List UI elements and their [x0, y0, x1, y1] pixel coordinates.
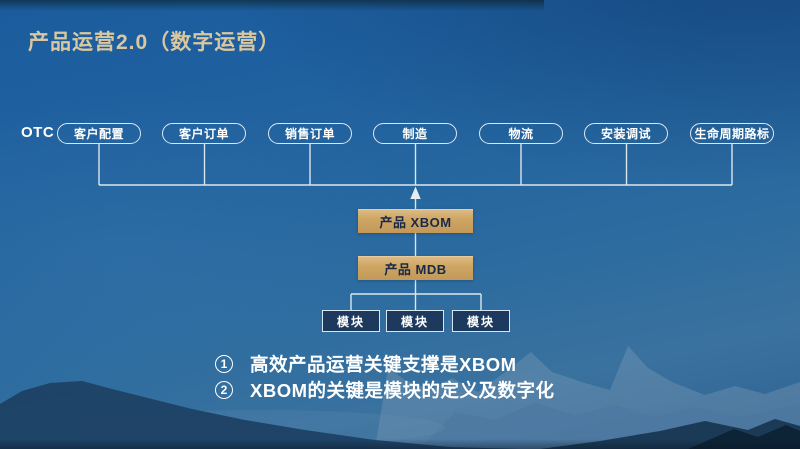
pill-customer-config: 客户配置 [57, 123, 141, 144]
note-item: 1 高效产品运营关键支撑是XBOM [215, 351, 555, 377]
up-arrow-icon [410, 186, 421, 199]
pill-customer-order: 客户订单 [162, 123, 246, 144]
note-item: 2 XBOM的关键是模块的定义及数字化 [215, 377, 555, 403]
module-box: 模块 [452, 310, 510, 332]
pill-label: 安装调试 [600, 127, 651, 141]
circled-number-icon: 2 [215, 381, 233, 399]
slide-title: 产品运营2.0（数字运营） [28, 31, 281, 54]
note-text: 高效产品运营关键支撑是XBOM [250, 354, 517, 375]
note-text: XBOM的关键是模块的定义及数字化 [250, 380, 555, 401]
pill-label: 制造 [402, 127, 428, 141]
pill-manufacturing: 制造 [373, 123, 457, 144]
circled-number-icon: 1 [215, 355, 233, 373]
xbom-box: 产品 XBOM [358, 209, 473, 233]
pill-label: 客户配置 [73, 127, 124, 141]
notes-list: 1 高效产品运营关键支撑是XBOM 2 XBOM的关键是模块的定义及数字化 [215, 351, 555, 403]
pill-label: 物流 [508, 127, 534, 141]
pill-sales-order: 销售订单 [268, 123, 352, 144]
pill-logistics: 物流 [479, 123, 563, 144]
mdb-box: 产品 MDB [358, 256, 473, 280]
module-box: 模块 [386, 310, 444, 332]
pill-installation-debug: 安装调试 [584, 123, 668, 144]
pill-lifecycle-roadmap: 生命周期路标 [690, 123, 774, 144]
otc-label: OTC [21, 124, 55, 141]
pill-label: 客户订单 [178, 127, 229, 141]
module-box: 模块 [322, 310, 380, 332]
pill-label: 生命周期路标 [694, 127, 770, 141]
pill-label: 销售订单 [284, 127, 335, 141]
